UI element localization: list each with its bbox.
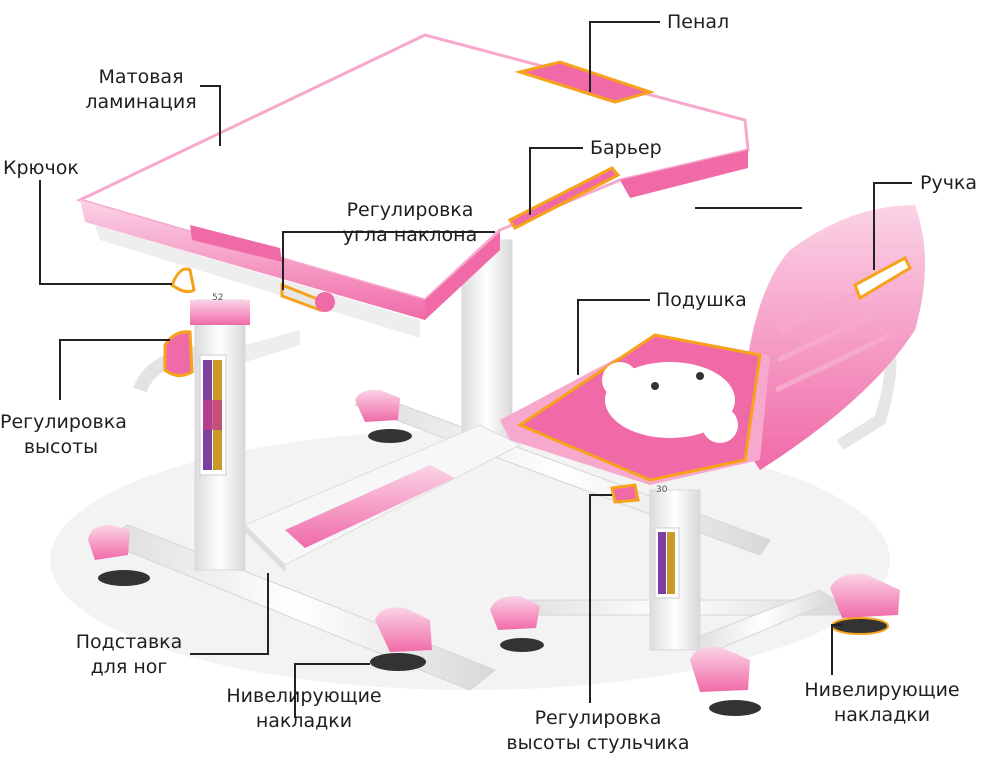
desk-feet xyxy=(88,389,432,671)
hook-leader xyxy=(39,180,172,285)
pencil-case-leader xyxy=(589,21,660,92)
chair-seat xyxy=(500,333,770,485)
leveling-right-leader xyxy=(831,624,842,675)
footrest-leader xyxy=(190,573,269,655)
height-leader xyxy=(59,339,170,400)
desk-leg-joint xyxy=(190,300,250,325)
chair-height-leader xyxy=(589,494,612,703)
hook xyxy=(170,267,196,294)
desk-height-scale xyxy=(199,354,227,476)
barrier xyxy=(507,166,621,230)
barrier-leader xyxy=(529,147,583,215)
desk-scale-mark: 52 xyxy=(212,293,223,303)
desk-top xyxy=(75,33,750,338)
label-barrier: Барьер xyxy=(590,137,662,159)
height-knob xyxy=(163,330,194,377)
tilt-knob xyxy=(280,282,335,313)
matte-leader xyxy=(200,85,221,146)
label-cushion: Подушка xyxy=(656,289,747,311)
chair-leg-clip xyxy=(610,483,640,504)
chair-handle xyxy=(853,255,912,301)
label-handle: Ручка xyxy=(920,172,978,194)
chair-base xyxy=(490,573,900,716)
handle-leader xyxy=(873,182,912,270)
pencil-case xyxy=(514,60,656,104)
label-pencil-case: Пенал xyxy=(667,11,730,33)
chair-height-scale xyxy=(654,527,680,599)
leveling-left-leader xyxy=(294,663,370,718)
chair-scale-mark: 30 xyxy=(656,485,668,495)
label-hook: Крючок xyxy=(3,157,79,179)
cushion-leader xyxy=(577,299,650,375)
footrest xyxy=(244,424,522,572)
tilt-leader xyxy=(282,231,495,290)
